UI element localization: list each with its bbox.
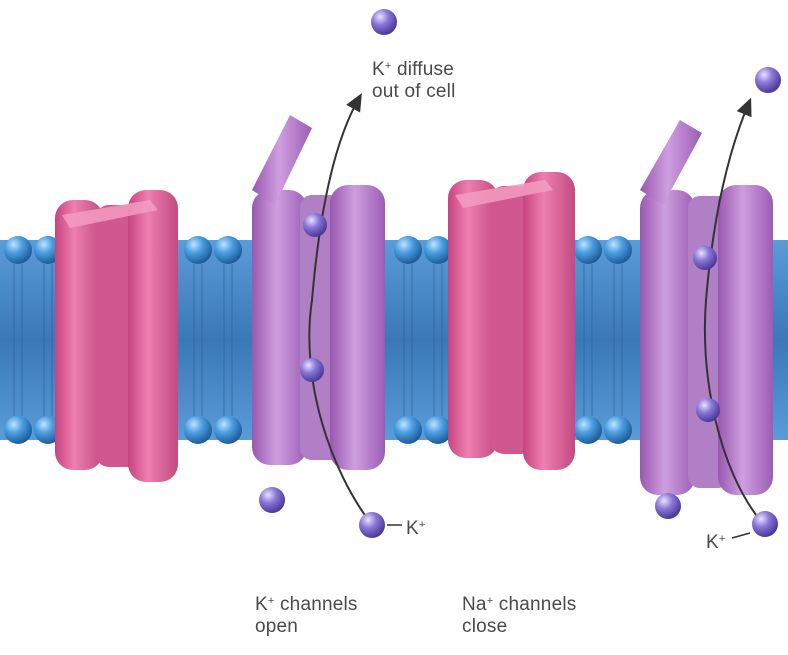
k-channels-open-label: K+ channels open [255,590,358,638]
phospholipid-head [394,236,422,264]
k-diffuse-label: K+ diffuse out of cell [372,55,456,103]
phospholipid-head [604,416,632,444]
na-channel-middle [448,172,575,470]
phospholipid-head [4,416,32,444]
phospholipid-head [424,236,452,264]
na-channels-close-label: Na+ channels close [462,590,576,638]
k-ion-label-left: K+ [406,514,426,540]
phospholipid-head [604,236,632,264]
phospholipid-head [424,416,452,444]
k-ion-label-right: K+ [706,528,726,554]
k-channel-left [252,115,385,470]
phospholipid-head [184,416,212,444]
phospholipid-head [214,236,242,264]
na-channel-left [55,190,178,482]
phospholipid-head [4,236,32,264]
phospholipid-head [574,236,602,264]
phospholipid-head [394,416,422,444]
phospholipid-head [574,416,602,444]
phospholipid-head [214,416,242,444]
phospholipid-head [184,236,212,264]
